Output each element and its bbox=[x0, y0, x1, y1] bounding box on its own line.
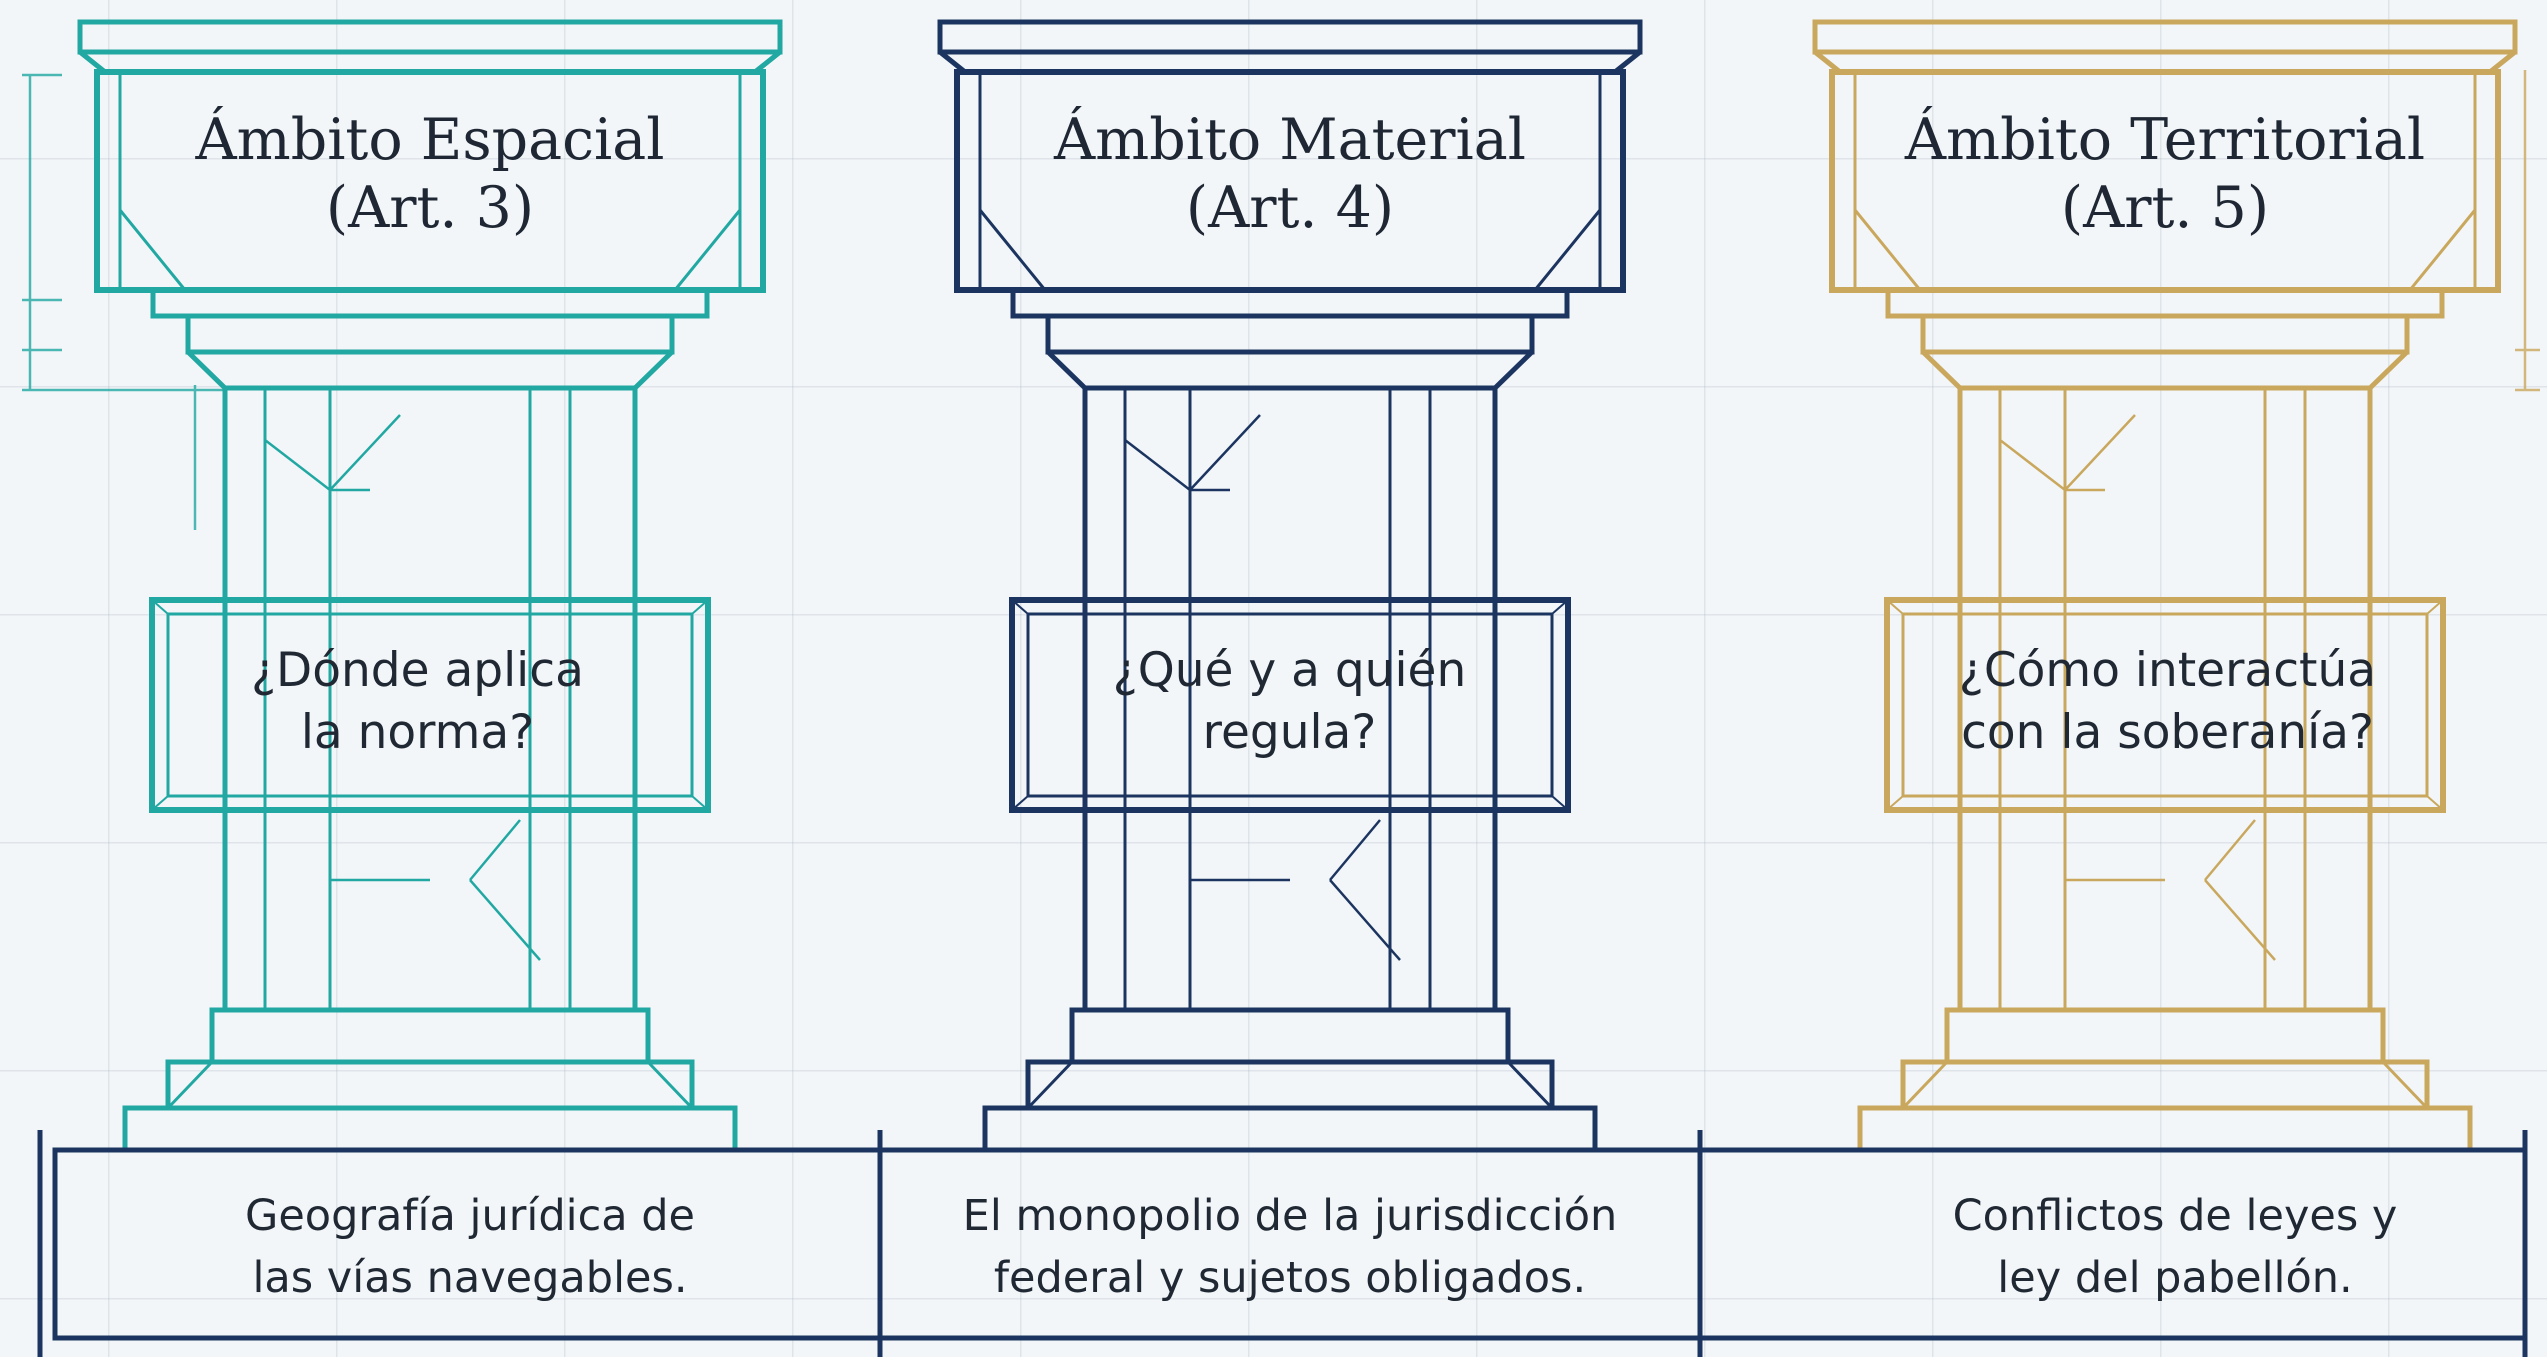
pillar-line bbox=[1551, 599, 1569, 615]
pillar-line bbox=[2064, 414, 2136, 491]
capital-top bbox=[1812, 19, 2518, 55]
pillar-column bbox=[937, 19, 1643, 1153]
base-step bbox=[1069, 1007, 1511, 1065]
capital-step bbox=[1045, 313, 1535, 355]
title-block bbox=[1829, 69, 2501, 293]
title-block bbox=[94, 69, 766, 293]
pillar-line bbox=[646, 1060, 694, 1110]
pillar-line bbox=[264, 439, 331, 491]
question-box-inner bbox=[1901, 612, 2429, 798]
shaft bbox=[1957, 385, 2373, 1013]
base-panel bbox=[52, 1147, 2528, 1341]
capital-step bbox=[1885, 287, 2445, 319]
capital-step bbox=[150, 287, 710, 319]
pillar-line bbox=[2408, 209, 2477, 291]
pillar-line bbox=[1886, 795, 1904, 811]
pillar-line bbox=[2426, 795, 2444, 811]
pillar-line bbox=[2204, 819, 2256, 881]
pillar-line bbox=[978, 209, 1047, 291]
question-box bbox=[1009, 597, 1571, 813]
pillar-line bbox=[1026, 1060, 1074, 1110]
pillar-column bbox=[1812, 19, 2518, 1153]
pillar-line bbox=[2426, 599, 2444, 615]
question-box-inner bbox=[166, 612, 694, 798]
capital-top bbox=[77, 19, 783, 55]
base-step bbox=[1944, 1007, 2386, 1065]
title-block bbox=[954, 69, 1626, 293]
base-plinth bbox=[982, 1105, 1598, 1153]
capital-step bbox=[1010, 287, 1570, 319]
pillar-line bbox=[691, 795, 709, 811]
pillar-line bbox=[2381, 1060, 2429, 1110]
pillar-line bbox=[1901, 1060, 1949, 1110]
question-box bbox=[149, 597, 711, 813]
dimension-marks-right bbox=[2515, 70, 2540, 392]
base-step bbox=[165, 1059, 695, 1111]
capital-step bbox=[1920, 313, 2410, 355]
pillar-line bbox=[1886, 599, 1904, 615]
pillar-line bbox=[329, 414, 401, 491]
capital-taper bbox=[1921, 350, 2409, 391]
pillar-line bbox=[1533, 209, 1602, 291]
pillar-line bbox=[673, 209, 742, 291]
pillar-line bbox=[691, 599, 709, 615]
pillar-line bbox=[1011, 599, 1029, 615]
pillar-line bbox=[1551, 795, 1569, 811]
pillar-line bbox=[151, 599, 169, 615]
base-plinth bbox=[122, 1105, 738, 1153]
pillar-line bbox=[118, 209, 187, 291]
pillar-line bbox=[1853, 209, 1922, 291]
pillar-line bbox=[1011, 795, 1029, 811]
pillar-column bbox=[77, 19, 783, 1153]
dimension-marks-left bbox=[22, 73, 225, 530]
pillar-line bbox=[1329, 879, 1401, 961]
pillar-line bbox=[469, 879, 541, 961]
pillar-line bbox=[1999, 439, 2066, 491]
capital-step bbox=[185, 313, 675, 355]
question-box-inner bbox=[1026, 612, 1554, 798]
shaft bbox=[1082, 385, 1498, 1013]
pillar-line bbox=[1124, 439, 1191, 491]
base-step bbox=[209, 1007, 651, 1065]
question-box bbox=[1884, 597, 2446, 813]
pillar-line bbox=[151, 795, 169, 811]
pillar-line bbox=[469, 819, 521, 881]
pillar-line bbox=[1506, 1060, 1554, 1110]
base-step bbox=[1900, 1059, 2430, 1111]
capital-taper bbox=[1046, 350, 1534, 391]
base-plinth bbox=[1857, 1105, 2473, 1153]
pillar-line bbox=[1329, 819, 1381, 881]
base-bar bbox=[37, 1130, 2528, 1357]
shaft bbox=[222, 385, 638, 1013]
pillar-line bbox=[2204, 879, 2276, 961]
pillar-line bbox=[1189, 414, 1261, 491]
capital-taper bbox=[186, 350, 674, 391]
pillar-line bbox=[166, 1060, 214, 1110]
base-step bbox=[1025, 1059, 1555, 1111]
capital-top bbox=[937, 19, 1643, 55]
